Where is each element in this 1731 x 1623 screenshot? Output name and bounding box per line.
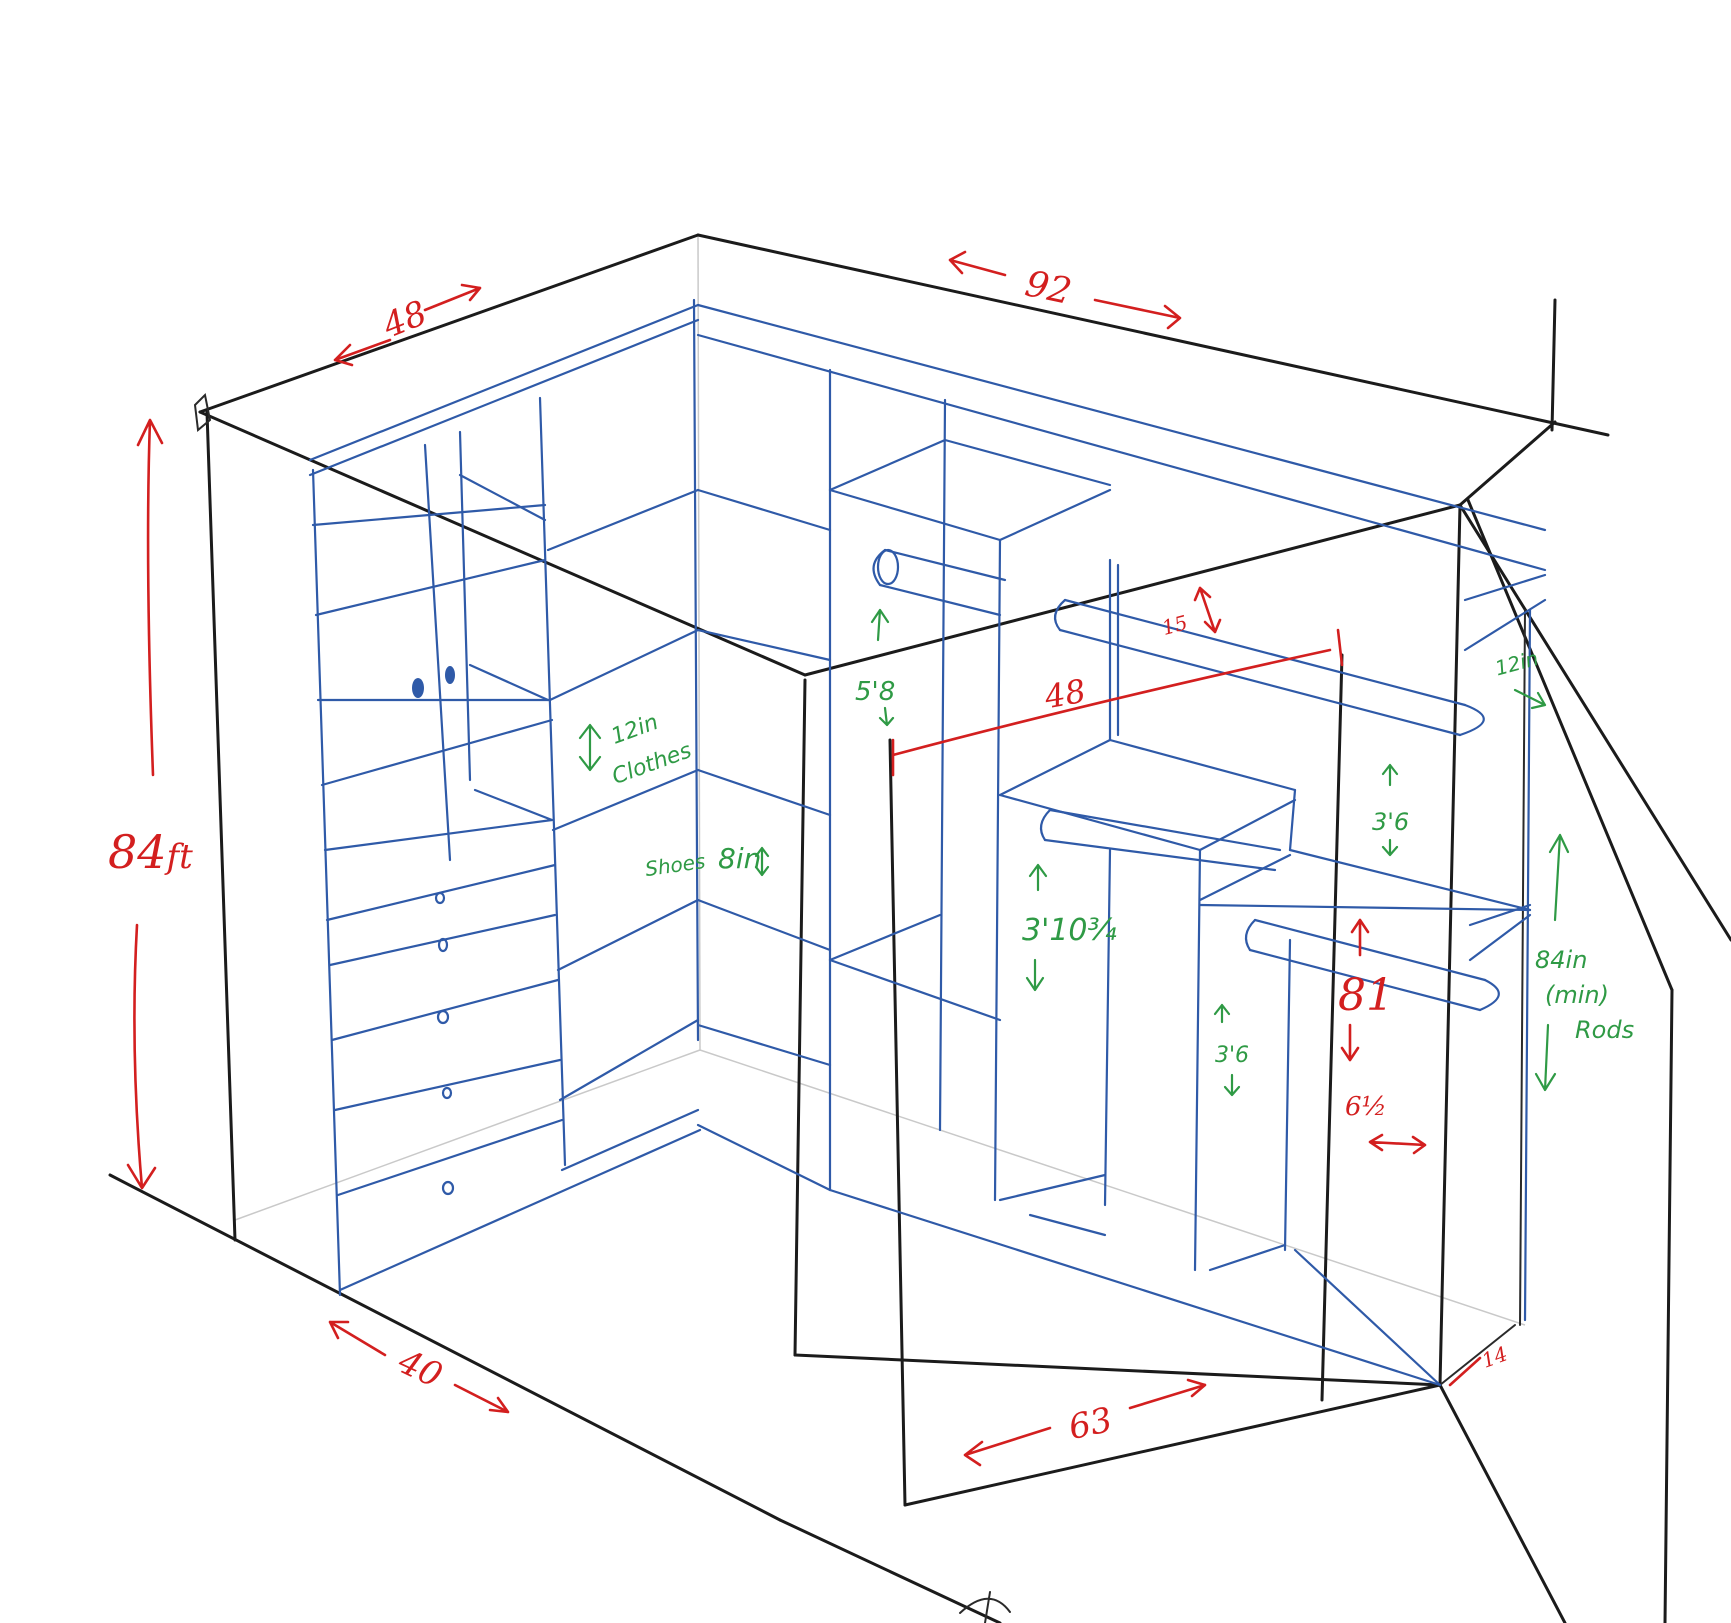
return-depth-label: 14 — [1478, 1341, 1510, 1372]
height-label: 84ft — [108, 825, 193, 879]
height-unit: ft — [164, 837, 194, 877]
rod-min-line2: (min) — [1545, 981, 1609, 1009]
construction-guides — [234, 234, 1526, 1326]
rod-min-line3: Rods — [1575, 1016, 1634, 1044]
mid-rod-height-label: 3'10¾ — [1022, 913, 1117, 948]
upper-rod-height-label: 5'8 — [855, 677, 895, 707]
cabinetry — [308, 298, 1547, 1387]
rod-min-line1: 84in — [1535, 946, 1587, 974]
rod-drop-label: 15 — [1159, 610, 1190, 640]
floor-depth-label: 40 — [391, 1341, 448, 1396]
height-value: 84 — [108, 825, 167, 879]
rod-span-label: 48 — [1041, 672, 1089, 717]
upper-right-spacing-label: 3'6 — [1372, 808, 1409, 836]
left-wall-depth-label: 48 — [377, 293, 433, 347]
opening-width-label: 63 — [1065, 1400, 1116, 1448]
shelf-spacing-label: 12in — [608, 710, 662, 750]
lower-right-spacing-label: 3'6 — [1215, 1043, 1249, 1068]
rod-height-label: 81 — [1338, 970, 1394, 1021]
back-wall-width-label: 92 — [1022, 263, 1075, 313]
gap-label: 6½ — [1345, 1092, 1387, 1122]
shoes-spacing-label: 8in — [718, 842, 761, 875]
room-outline — [108, 233, 1731, 1623]
side-rod-clearance-label: 12in — [1492, 646, 1540, 680]
